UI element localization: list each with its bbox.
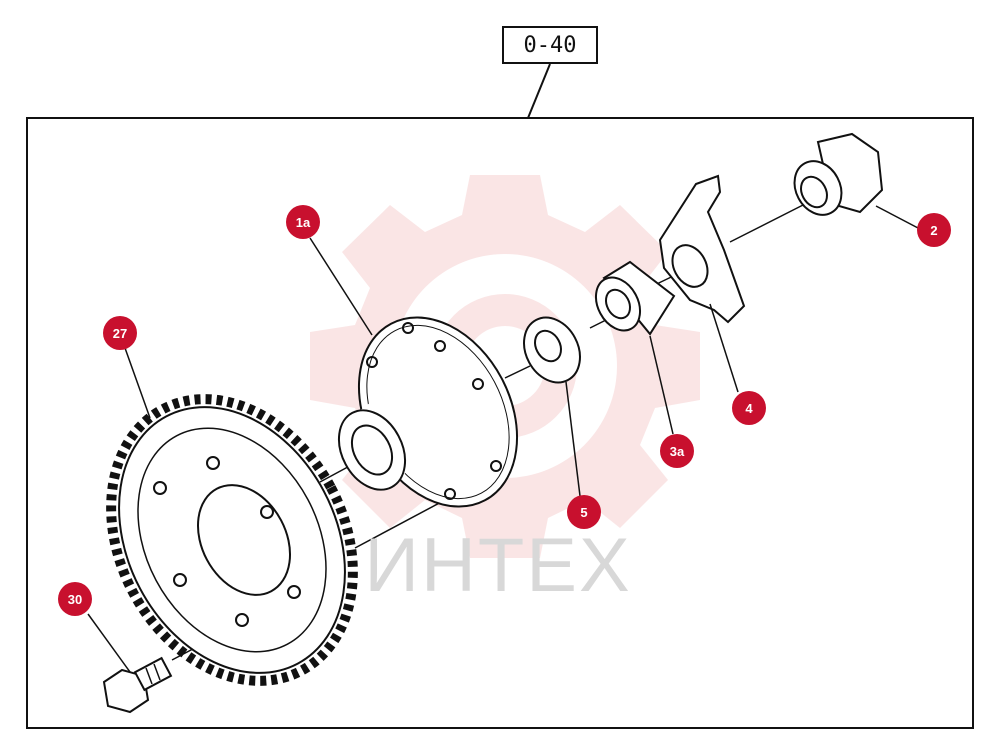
watermark-text: ИНТЕХ: [364, 523, 632, 608]
callout-5[interactable]: 5: [567, 495, 601, 529]
diagram-frame: [26, 117, 974, 729]
reference-label: 0-40: [502, 26, 598, 64]
flange-hub-part-1a: [337, 316, 519, 508]
callout-3a[interactable]: 3a: [660, 434, 694, 468]
callout-leader-lines: [87, 205, 919, 673]
reference-leader-line: [527, 63, 551, 119]
sleeve-nut-part-3a: [594, 260, 676, 336]
callout-1a[interactable]: 1a: [286, 205, 320, 239]
bolt-part-30: [102, 656, 173, 714]
lock-plate-part-4: [658, 174, 746, 324]
hex-plug-part-2: [793, 132, 884, 216]
washer-part-5: [523, 316, 581, 384]
callout-2[interactable]: 2: [917, 213, 951, 247]
callout-27[interactable]: 27: [103, 316, 137, 350]
callout-30[interactable]: 30: [58, 582, 92, 616]
callout-4[interactable]: 4: [732, 391, 766, 425]
spur-gear-part-27: [106, 394, 358, 686]
